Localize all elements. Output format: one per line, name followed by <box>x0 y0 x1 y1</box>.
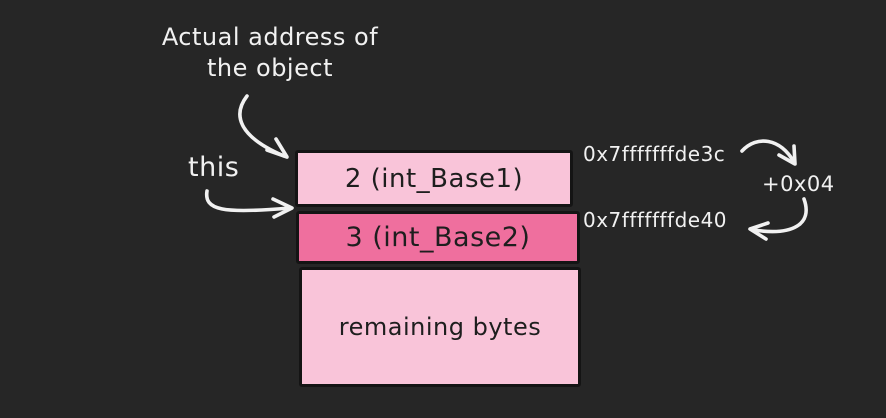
this-pointer-label: this <box>188 152 240 183</box>
address-top-label: 0x7fffffffde3c <box>583 142 726 166</box>
address-top-to-offset-arrow <box>740 139 797 166</box>
actual-address-arrow <box>238 94 289 159</box>
offset-label: +0x04 <box>762 172 835 196</box>
address-bottom-label: 0x7fffffffde40 <box>583 208 728 232</box>
actual-address-label-line1: Actual address of <box>161 23 379 51</box>
memory-box-remaining-bytes-label: remaining bytes <box>338 313 542 341</box>
memory-box-base2: 3 (int_Base2) <box>296 211 580 264</box>
actual-address-label-line2: the object <box>207 54 333 82</box>
memory-box-base1-label: 2 (int_Base1) <box>344 163 524 194</box>
actual-address-label: Actual address of the object <box>120 22 420 84</box>
memory-box-remaining-bytes: remaining bytes <box>299 267 581 387</box>
memory-box-base1: 2 (int_Base1) <box>295 150 573 207</box>
this-pointer-arrow <box>204 189 294 219</box>
memory-box-base2-label: 3 (int_Base2) <box>345 222 531 253</box>
offset-to-address-bottom-arrow <box>748 197 808 241</box>
